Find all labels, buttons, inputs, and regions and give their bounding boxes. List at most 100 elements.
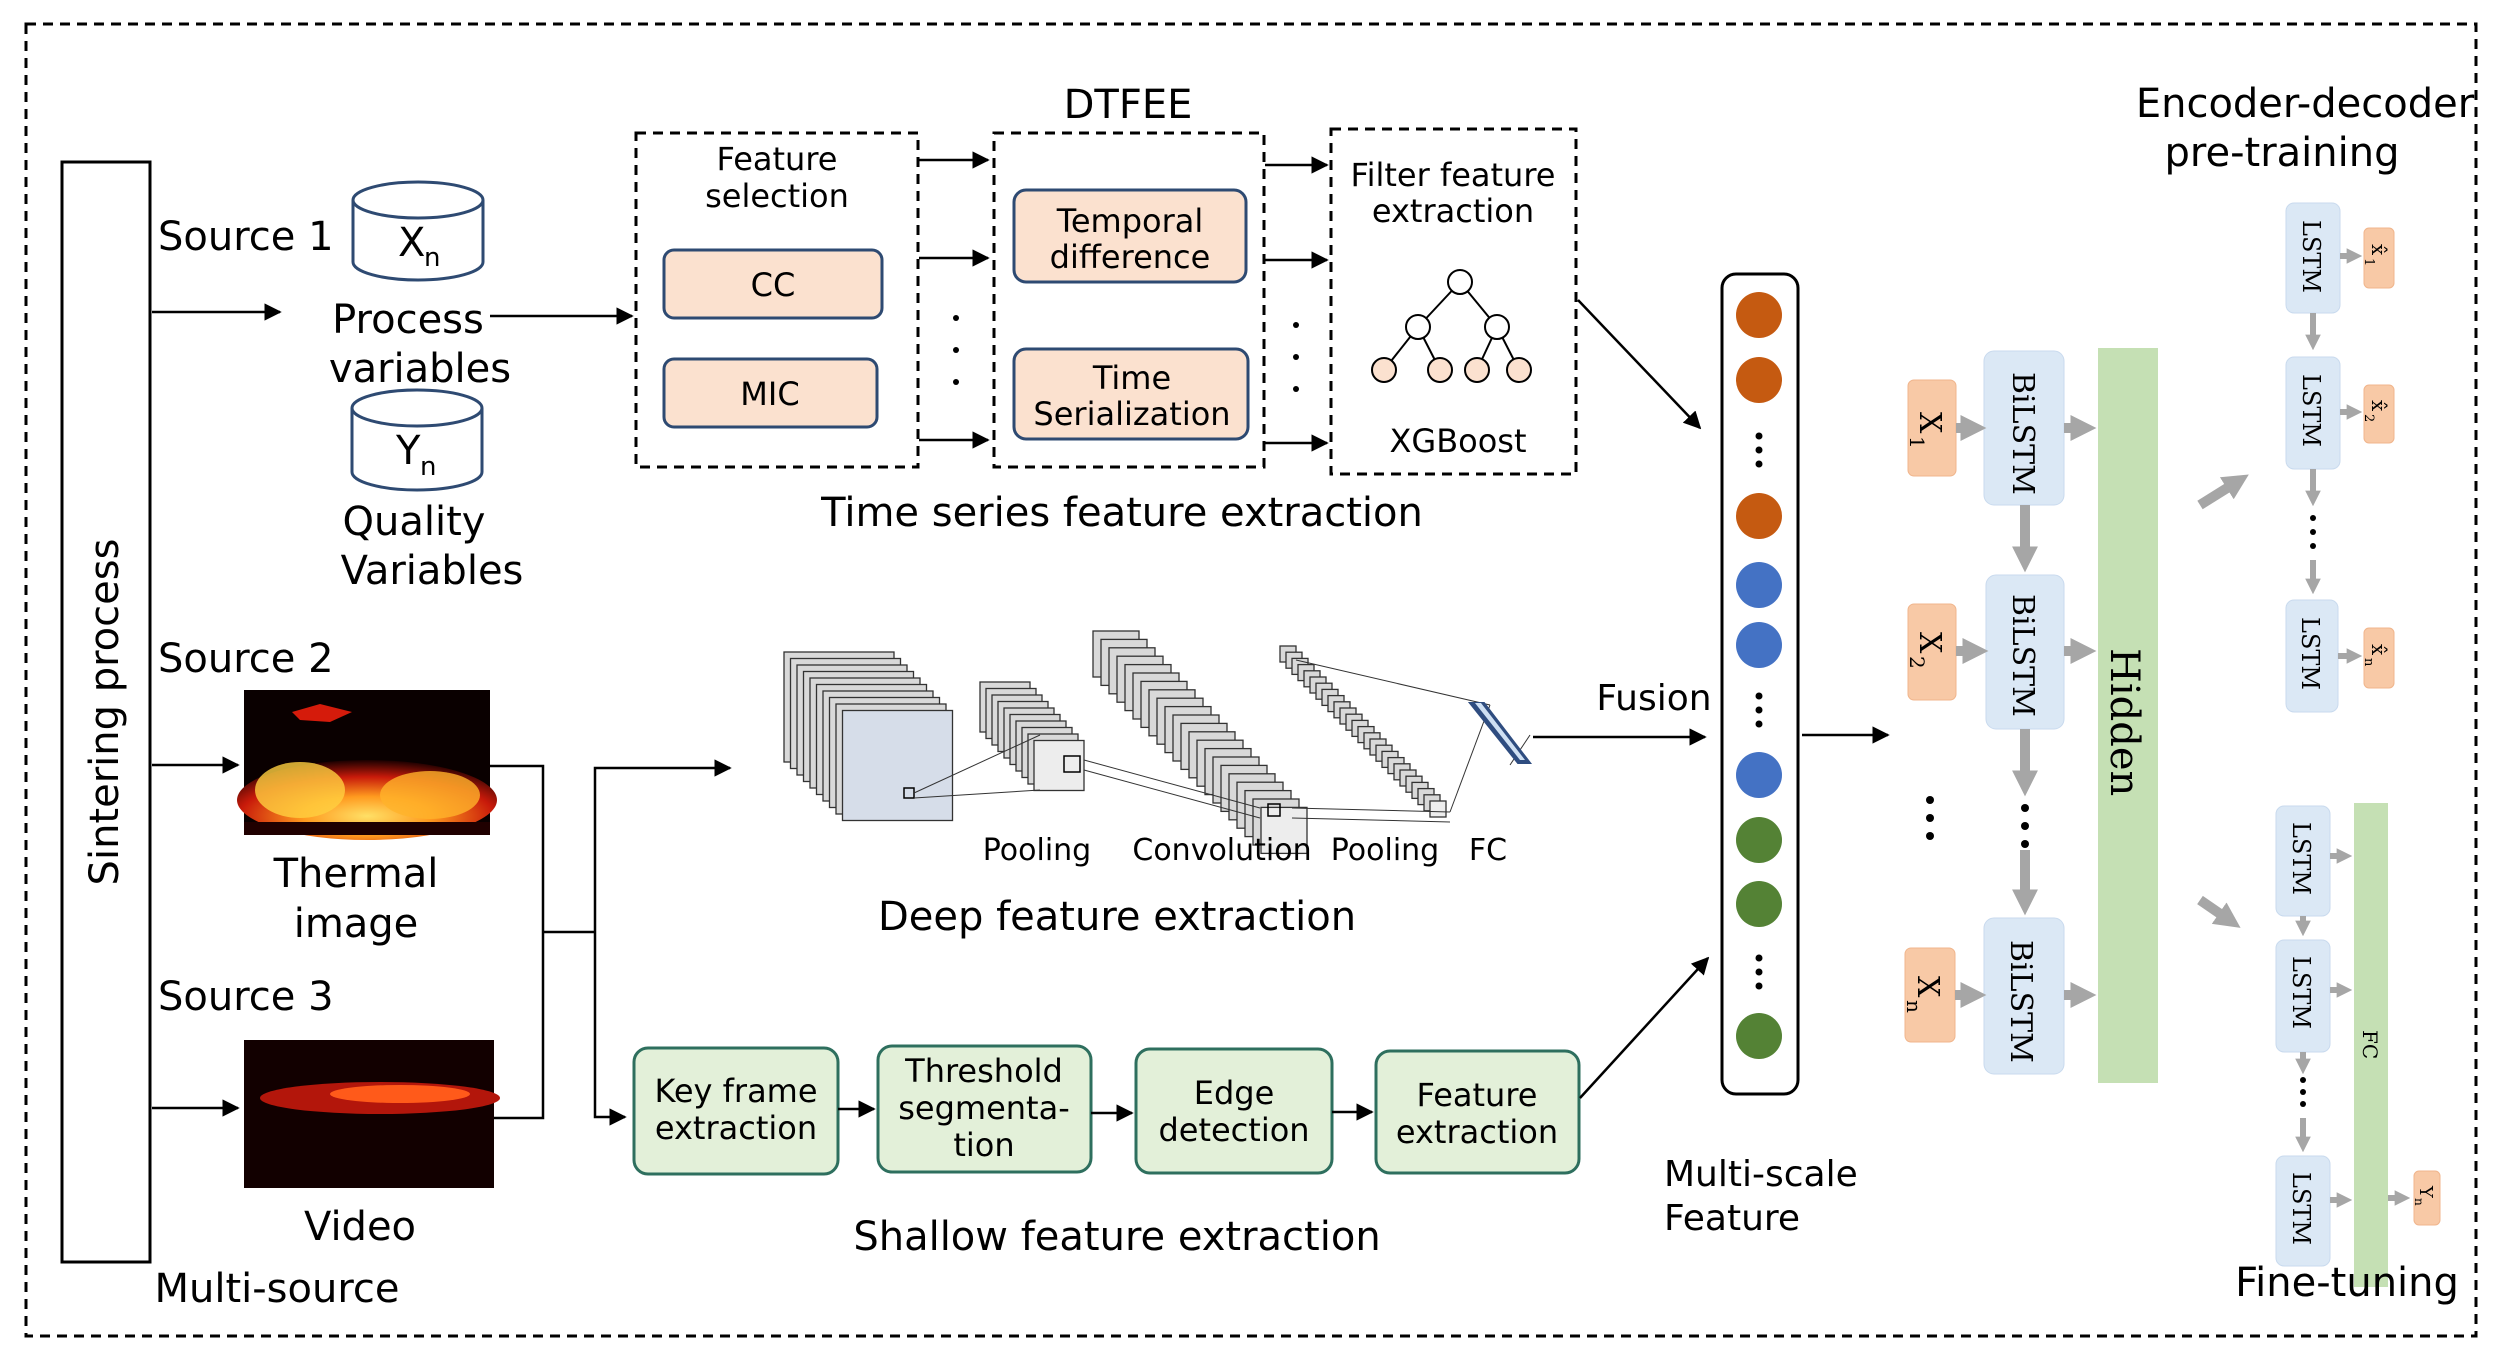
hidden-label: Hidden — [2101, 648, 2147, 796]
sintering-process-label: Sintering process — [82, 539, 128, 886]
bilstm-1-label: BiLSTM — [2005, 372, 2040, 495]
convolution-label: Convolution — [1132, 833, 1311, 868]
pooling1-label: Pooling — [983, 833, 1091, 868]
source1-label: Source 1 — [158, 214, 334, 260]
feature-map — [841, 709, 954, 822]
pretrain-lstm-1-label: LSTM — [2297, 220, 2325, 293]
x1-letter: X — [1912, 412, 1947, 434]
thermal-label-line2: image — [294, 901, 419, 947]
ellipsis-dot — [1755, 692, 1763, 700]
key-frame-box — [632, 1046, 840, 1176]
xn-letter: X — [1910, 976, 1945, 998]
mic-label: MIC — [740, 375, 799, 413]
pooling2-label: Pooling — [1331, 833, 1439, 868]
out1-letter: x̂ — [2367, 244, 2391, 256]
cnn-pool1-stack — [979, 681, 1085, 792]
deep-title: Deep feature extraction — [878, 894, 1356, 940]
video-label: Video — [304, 1204, 416, 1250]
key-frame-line2: extraction — [655, 1109, 817, 1147]
xn-input: X n — [1902, 947, 1956, 1043]
sintering-process-box — [60, 160, 152, 1264]
bilstm-n-label: BiLSTM — [2003, 940, 2038, 1063]
ellipsis-dot — [1755, 968, 1763, 976]
threshold-line1: Threshold — [904, 1052, 1063, 1090]
thermal-label-line1: Thermal — [273, 851, 439, 897]
pretrain-lstm-1: LSTM — [2285, 202, 2341, 314]
key-frame-line1: Key frame — [654, 1072, 817, 1110]
multi-source-label: Multi-source — [154, 1266, 399, 1312]
multiscale-line1: Multi-scale — [1664, 1154, 1858, 1195]
green-feature-node — [1736, 1013, 1782, 1059]
feature-line2: extraction — [1396, 1113, 1558, 1151]
out1-sub: 1 — [2361, 258, 2376, 266]
bilstm-cell-1: BiLSTM — [1983, 350, 2065, 506]
ellipsis-dot — [1755, 706, 1763, 714]
feature-extraction-box — [1374, 1049, 1581, 1175]
outn-letter: x̂ — [2367, 644, 2391, 656]
blue-feature-node — [1736, 752, 1782, 798]
pretrain-lstm-2: LSTM — [2285, 356, 2341, 470]
shallow-title: Shallow feature extraction — [853, 1214, 1380, 1260]
x2-sub: 2 — [1905, 656, 1929, 669]
filter-feature-box — [1329, 127, 1578, 476]
finetune-lstm-n: LSTM — [2275, 1155, 2331, 1267]
finetune-lstm-1-label: LSTM — [2287, 822, 2315, 895]
source2-label: Source 2 — [158, 636, 334, 682]
feature-selection-line2: selection — [705, 177, 849, 215]
quality-vars-line2: Variables — [341, 548, 524, 594]
edge-line2: detection — [1158, 1111, 1309, 1149]
multiscale-feature-vector — [1720, 272, 1800, 1096]
green-feature-node — [1736, 817, 1782, 863]
yn-db-label: Y — [395, 428, 421, 474]
bilstm-2-label: BiLSTM — [2005, 594, 2040, 717]
pretrain-lstm-n: LSTM — [2285, 599, 2339, 713]
kernel-box — [1267, 803, 1281, 817]
time-series-title: Time series feature extraction — [820, 490, 1423, 536]
hidden-layer — [2098, 348, 2158, 1083]
threshold-line2: segmenta- — [898, 1089, 1070, 1127]
green-feature-node — [1736, 881, 1782, 927]
xgboost-tree-icon — [1371, 269, 1532, 383]
y-sub: n — [2412, 1198, 2426, 1206]
finetune-title: Fine-tuning — [2235, 1260, 2459, 1306]
temporal-line2: difference — [1050, 238, 1211, 276]
kernel-box — [1063, 755, 1081, 773]
xn-database-icon: X n — [351, 180, 485, 282]
feature-selection-box — [634, 131, 920, 469]
blue-feature-node — [1736, 622, 1782, 668]
feature-line1: Feature — [1417, 1076, 1538, 1114]
threshold-box — [876, 1044, 1093, 1174]
out2-letter: x̂ — [2367, 400, 2391, 412]
cnn-connection-lines — [913, 659, 1531, 823]
time-ser-line2: Serialization — [1033, 395, 1230, 433]
cc-box — [662, 248, 884, 320]
source3-label: Source 3 — [158, 974, 334, 1020]
temporal-difference-box — [1012, 188, 1248, 284]
time-ser-line1: Time — [1092, 359, 1171, 397]
x2-input: X 2 — [1905, 603, 1957, 701]
orange-feature-node — [1736, 493, 1782, 539]
finetune-fc-label: FC — [2358, 1030, 2382, 1059]
finetune-lstm-1: LSTM — [2275, 805, 2331, 917]
mic-box — [662, 357, 879, 429]
ellipsis-dot — [1755, 446, 1763, 454]
yn-db-sub: n — [420, 452, 436, 482]
finetune-output-y: Y n — [2412, 1170, 2441, 1226]
x1-input: X 1 — [1905, 379, 1957, 477]
threshold-line3: tion — [953, 1126, 1014, 1164]
feature-selection-line1: Feature — [717, 140, 838, 178]
finetune-lstm-2-label: LSTM — [2287, 956, 2315, 1029]
ellipsis-dot — [1755, 954, 1763, 962]
filter-line2: extraction — [1372, 192, 1534, 230]
process-vars-line1: Process — [332, 297, 484, 343]
cnn-pool2-stack — [1279, 645, 1447, 818]
fusion-label: Fusion — [1596, 678, 1711, 719]
edge-line1: Edge — [1194, 1074, 1275, 1112]
cc-label: CC — [751, 266, 796, 304]
fc-layer — [1467, 702, 1533, 764]
pretrain-out-2: x̂ 2 — [2361, 384, 2395, 444]
fc-label: FC — [1469, 833, 1507, 868]
xn-sub: n — [1902, 1000, 1926, 1013]
finetune-fc-layer — [2354, 803, 2388, 1287]
